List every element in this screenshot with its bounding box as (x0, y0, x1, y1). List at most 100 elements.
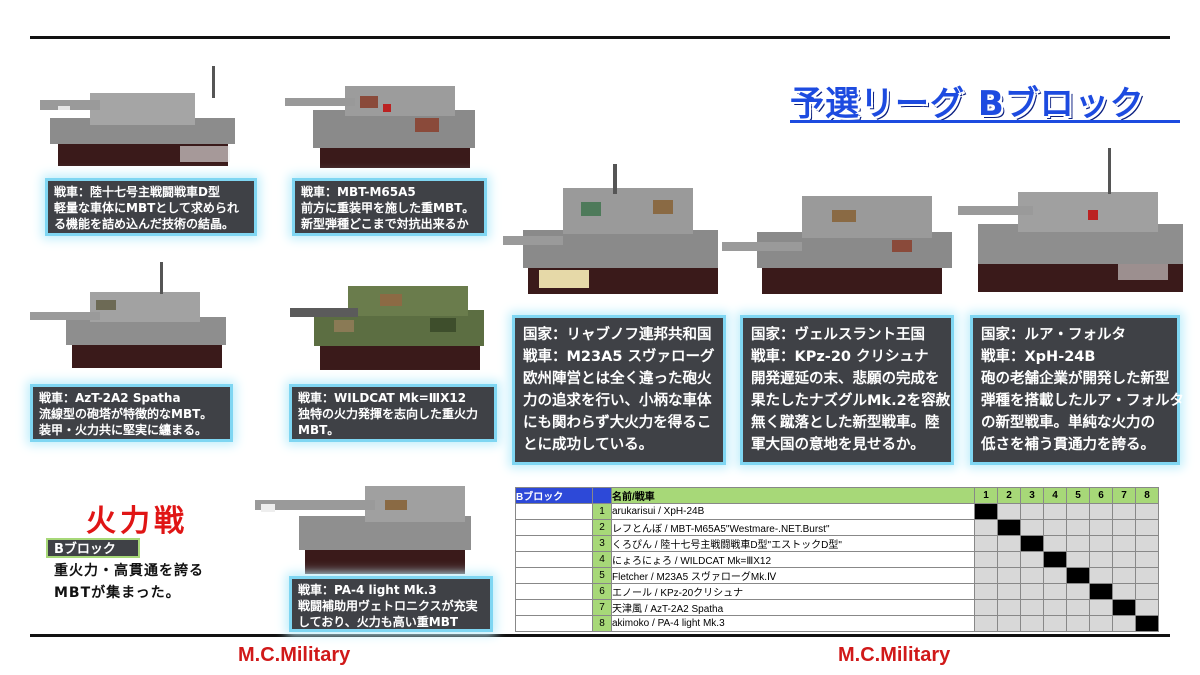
card-line: 無く蹴落とした新型戦車。陸 (751, 415, 940, 431)
table-result-cell (1066, 615, 1090, 632)
table-result-cell (1135, 567, 1159, 584)
tank-image-8 (958, 148, 1183, 292)
table-blank-cell (515, 615, 593, 632)
table-self-cell (1089, 583, 1113, 600)
table-result-cell (1020, 583, 1044, 600)
table-result-cell (1112, 535, 1136, 552)
table-col-header: 6 (1089, 487, 1113, 504)
card-line: 装甲・火力共に堅実に纏まる。 (39, 423, 208, 437)
bottom-rule (30, 634, 1170, 637)
table-blank-cell (515, 599, 593, 616)
table-blank-cell (515, 503, 593, 520)
table-result-cell (974, 567, 998, 584)
card-line: 国家：ヴェルスラント王国 (751, 327, 925, 343)
card-line: 軽量な車体にMBTとして求められ (54, 201, 239, 215)
card-line: 軍大国の意地を見せるか。 (751, 437, 925, 453)
table-blank-cell (515, 519, 593, 536)
table-row-number: 2 (592, 519, 612, 536)
table-result-cell (1066, 519, 1090, 536)
card-line: しており、火力も高い重MBT (298, 615, 459, 629)
card-line: 戦車：PA-4 light Mk.3 (298, 583, 437, 597)
table-result-cell (1066, 599, 1090, 616)
card-line: 戦車：KPz-20 クリシュナ (751, 349, 929, 365)
card-line: 弾種を搭載したルア・フォルタ (981, 393, 1184, 409)
card-line: 戦闘補助用ヴェトロニクスが充実 (298, 599, 478, 613)
card-line: 新型弾種どこまで対抗出来るか (301, 217, 469, 231)
card-line: 国家：ルア・フォルタ (981, 327, 1126, 343)
table-result-cell (1112, 551, 1136, 568)
table-self-cell (974, 503, 998, 520)
card-line: 力の追求を行い、小柄な車体 (523, 393, 712, 409)
table-blank-cell (515, 583, 593, 600)
table-result-cell (1043, 615, 1067, 632)
card-line: にも関わらず大火力を得るこ (523, 415, 712, 431)
table-result-cell (1043, 503, 1067, 520)
table-row-name: くろぴん / 陸十七号主戦闘戦車D型"エストックD型" (611, 535, 975, 552)
table-result-cell (1066, 503, 1090, 520)
card-line: とに成功している。 (523, 437, 654, 453)
table-row-name: akimoko / PA-4 light Mk.3 (611, 615, 975, 632)
table-result-cell (1043, 583, 1067, 600)
table-blank-cell (515, 567, 593, 584)
table-self-cell (1112, 599, 1136, 616)
card-line: 戦車：M23A5 スヴァローグ (523, 349, 715, 365)
table-row-number: 6 (592, 583, 612, 600)
table-result-cell (1066, 551, 1090, 568)
table-self-cell (997, 519, 1021, 536)
footer-logo-left: M.C.Military (238, 644, 351, 666)
table-col-header: 2 (997, 487, 1021, 504)
card-line: MBT。 (298, 423, 340, 437)
tank-card-8: 国家：ルア・フォルタ 戦車：XpH-24B 砲の老舗企業が開発した新型 弾種を搭… (970, 315, 1184, 465)
card-line: 戦車：AzT-2A2 Spatha (39, 391, 181, 405)
card-line: の新型戦車。単純な火力の (981, 415, 1155, 431)
table-result-cell (974, 551, 998, 568)
card-line: 開発遅延の末、悲願の完成を (751, 371, 940, 387)
page-title: 予選リーグ Bブロック (790, 84, 1145, 124)
table-result-cell (1135, 599, 1159, 616)
table-row-name: エノール / KPz-20クリシュナ (611, 583, 975, 600)
table-self-cell (1135, 615, 1159, 632)
top-rule (30, 36, 1170, 39)
card-line: 戦車：WILDCAT Mk=ⅢX12 (298, 391, 467, 405)
table-row-number: 3 (592, 535, 612, 552)
table-result-cell (1135, 535, 1159, 552)
table-result-cell (1135, 519, 1159, 536)
table-result-cell (997, 551, 1021, 568)
table-self-cell (1066, 567, 1090, 584)
table-result-cell (997, 503, 1021, 520)
table-result-cell (1020, 519, 1044, 536)
tank-card-4: 戦車：WILDCAT Mk=ⅢX12 独特の火力発揮を志向した重火力 MBT。 (289, 384, 497, 442)
table-result-cell (974, 599, 998, 616)
table-result-cell (1089, 519, 1113, 536)
card-line: る機能を詰め込んだ技術の結晶。 (54, 217, 235, 231)
table-row-name: Fletcher / M23A5 スヴァローグMk.Ⅳ (611, 567, 975, 584)
table-result-cell (1089, 567, 1113, 584)
table-num-header (592, 487, 612, 504)
table-result-cell (1020, 503, 1044, 520)
tank-image-5 (255, 486, 471, 574)
table-result-cell (1020, 599, 1044, 616)
card-line: 前方に重装甲を施した重MBT。 (301, 201, 475, 215)
table-block-header: Bブロック (515, 487, 593, 504)
table-result-cell (1112, 503, 1136, 520)
table-result-cell (997, 583, 1021, 600)
table-row-number: 5 (592, 567, 612, 584)
table-col-header: 5 (1066, 487, 1090, 504)
card-line: 戦車：MBT-M65A5 (301, 185, 416, 199)
table-row-name: にょろにょろ / WILDCAT Mk=ⅢX12 (611, 551, 975, 568)
block-label: Bブロック (46, 538, 140, 558)
table-header-row: Bブロック 名前/戦車 1 2 3 4 5 6 7 8 (515, 487, 1159, 504)
table-row-name: レフとんぼ / MBT-M65A5"Westmare-.NET.Burst" (611, 519, 975, 536)
table-result-cell (1020, 567, 1044, 584)
card-line: 欧州陣営とは全く違った砲火 (523, 371, 712, 387)
table-result-cell (1066, 535, 1090, 552)
table-self-cell (1043, 551, 1067, 568)
table-result-cell (1112, 567, 1136, 584)
table-blank-cell (515, 551, 593, 568)
table-result-cell (974, 519, 998, 536)
